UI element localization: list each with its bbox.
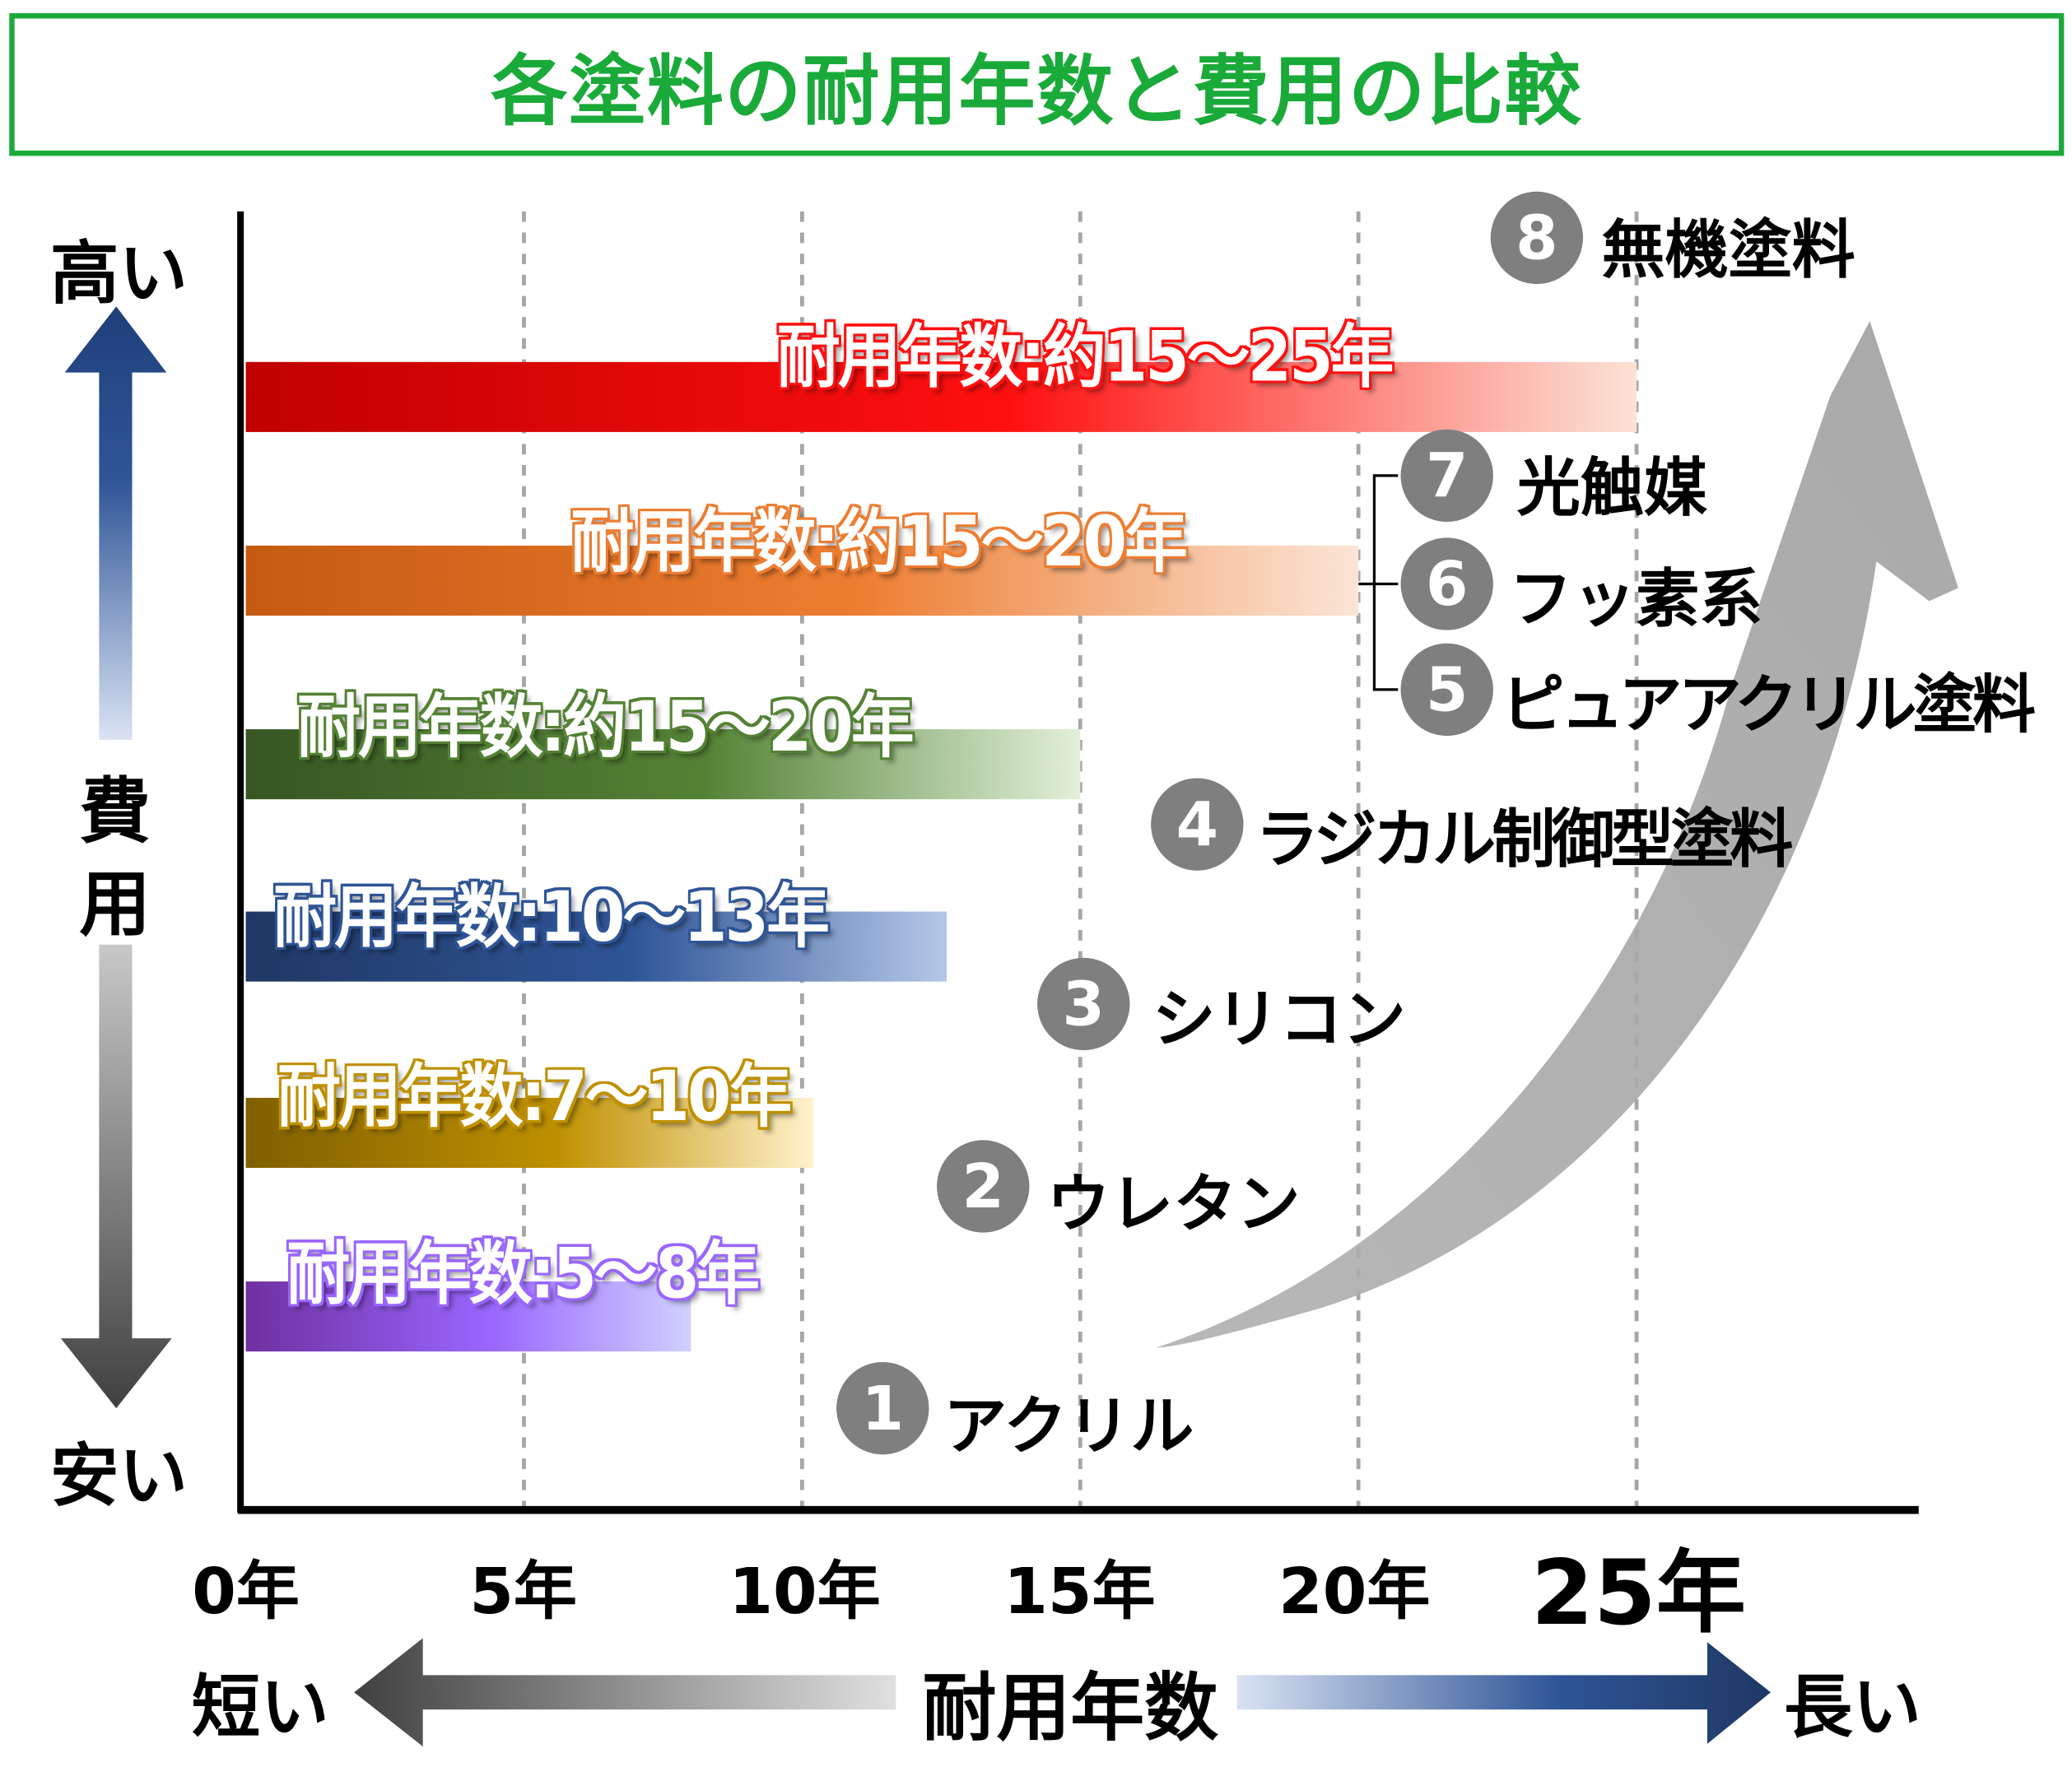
bracket-5-6-7	[1358, 474, 1399, 691]
x-tick-10: 10年	[729, 1555, 881, 1630]
chart-title: 各塗料の耐用年数と費用の比較	[491, 46, 1583, 137]
bar-label-5: 耐用年数:7〜10年	[277, 1058, 792, 1138]
bar-5	[245, 1097, 813, 1168]
duration-long-label: 長い	[1784, 1668, 1921, 1748]
x-tick-0: 0年	[192, 1555, 300, 1630]
paint-number-1: 1	[836, 1361, 929, 1455]
x-tick-15: 15年	[1003, 1555, 1156, 1630]
bar-1	[245, 361, 1637, 432]
bar-label-4: 耐用年数:10〜13年	[273, 878, 830, 958]
duration-short-arrow-icon	[354, 1638, 896, 1747]
cost-high-label: 高い	[49, 235, 188, 315]
paint-number-2: 2	[937, 1140, 1030, 1233]
paint-number-5: 5	[1400, 643, 1493, 737]
bar-label-3: 耐用年数:約15〜20年	[297, 688, 915, 768]
bar-label-2: 耐用年数:約15〜20年	[570, 503, 1188, 583]
paint-name-3: シリコン	[1152, 983, 1406, 1058]
paint-name-5: ピュアアクリル塗料	[1501, 668, 2037, 743]
paint-name-1: アクリル	[943, 1389, 1194, 1464]
paint-number-6: 6	[1400, 537, 1493, 630]
cost-up-arrow-icon	[64, 306, 167, 740]
cost-low-label: 安い	[49, 1437, 188, 1517]
paint-name-8: 無機塗料	[1601, 214, 1855, 288]
paint-number-4: 4	[1151, 778, 1244, 871]
paint-name-6: フッ素系	[1509, 562, 1763, 637]
cost-label-char-2: 用	[79, 863, 151, 946]
x-axis-title: 耐用年数	[922, 1666, 1218, 1752]
x-tick-25: 25年	[1530, 1542, 1746, 1647]
bars	[245, 361, 1637, 1352]
bar-label-6: 耐用年数:5〜8年	[286, 1235, 760, 1315]
x-tick-20: 20年	[1278, 1555, 1431, 1630]
duration-short-label: 短い	[191, 1668, 329, 1748]
bar-4	[245, 911, 948, 982]
paint-name-4: ラジカル制御型塗料	[1255, 802, 1793, 877]
cost-label-char-1: 費	[79, 770, 151, 853]
x-tick-5: 5年	[469, 1555, 577, 1630]
bar-6	[245, 1281, 691, 1352]
bar-3	[245, 729, 1081, 800]
bar-2	[245, 545, 1359, 616]
bar-label-1: 耐用年数:約15〜25年	[776, 318, 1395, 398]
title-box: 各塗料の耐用年数と費用の比較	[9, 13, 2065, 156]
paint-name-7: 光触媒	[1516, 451, 1707, 526]
paint-name-2: ウレタン	[1046, 1167, 1301, 1242]
duration-long-arrow-icon	[1236, 1642, 1771, 1744]
cost-down-arrow-icon	[60, 944, 172, 1409]
paint-number-3: 3	[1037, 957, 1130, 1051]
paint-number-8: 8	[1490, 191, 1584, 285]
cost-trend-arrow-icon	[1156, 321, 1958, 1348]
paint-number-7: 7	[1400, 429, 1493, 523]
